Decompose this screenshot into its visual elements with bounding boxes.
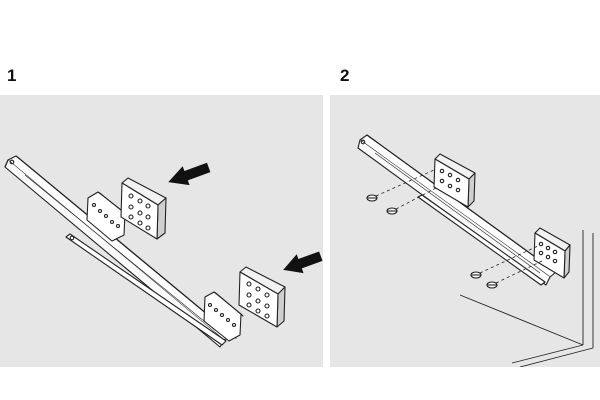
step-2-illustration	[357, 134, 594, 367]
drawer-runner-rail	[4, 155, 237, 348]
screw-icon	[386, 207, 398, 215]
step-1-number: 1	[7, 66, 17, 85]
cabinet-wall-outline	[459, 230, 594, 367]
front-mounting-block	[238, 266, 286, 328]
step-1-illustration	[4, 155, 323, 348]
screw-guide-lines	[375, 169, 543, 284]
front-bracket	[203, 291, 244, 342]
rear-bracket	[86, 191, 128, 242]
screw-icon	[366, 194, 378, 202]
drawer-runner-rail	[357, 134, 561, 286]
rear-mounting-block	[120, 177, 167, 240]
screw-icon	[470, 271, 482, 279]
screw-icon	[486, 281, 498, 289]
arrow-left-icon	[283, 251, 323, 274]
step-2-panel	[330, 95, 600, 367]
rear-mounting-block	[433, 153, 476, 208]
step-2-number: 2	[340, 66, 350, 85]
step-1-panel	[0, 95, 323, 367]
arrow-left-icon	[168, 162, 211, 186]
front-mounting-block	[533, 227, 571, 279]
